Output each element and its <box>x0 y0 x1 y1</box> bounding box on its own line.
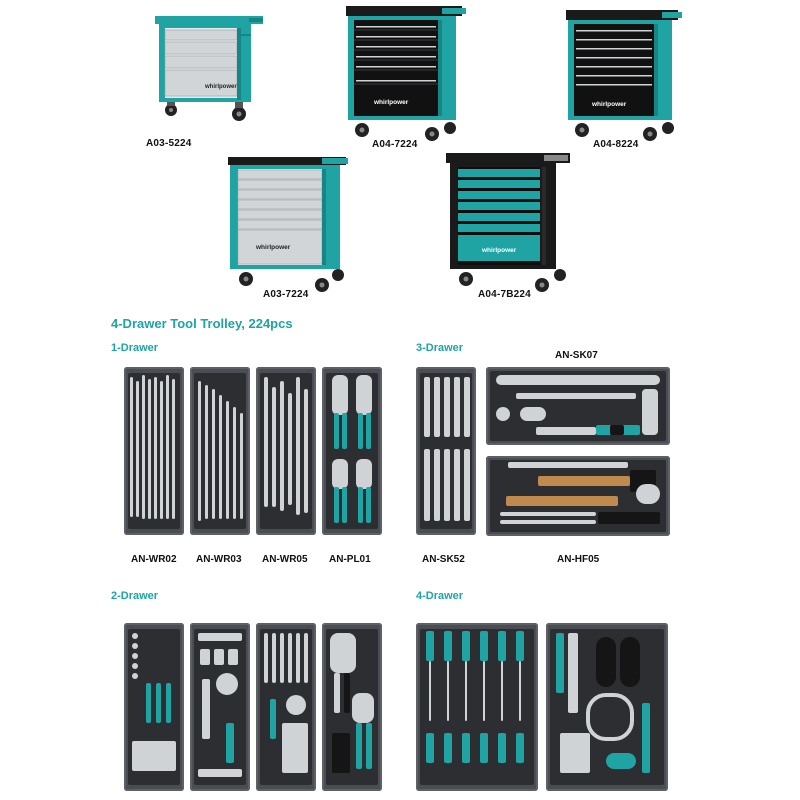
tray-label: AN-WR02 <box>131 554 177 565</box>
drawer-2-title: 2-Drawer <box>111 590 159 602</box>
trolley-model-label: A03-5224 <box>146 138 192 149</box>
tray-an-pl01 <box>322 367 382 535</box>
trolley-a04-7224-image: whirlpower <box>346 6 466 141</box>
tray-4-a <box>416 623 538 791</box>
tray-label: AN-PL01 <box>329 554 371 565</box>
trolley-a03-7224-image: whirlpower <box>228 157 348 292</box>
trolley-a04-8224: whirlpower <box>562 8 686 144</box>
tray-label: AN-SK07 <box>555 350 598 361</box>
tray-4-b <box>546 623 668 791</box>
tray-label: AN-HF05 <box>557 554 600 565</box>
trolley-a04-7b224: whirlpower <box>444 151 574 295</box>
trolley-model-label: A04-7B224 <box>478 289 531 300</box>
svg-text:whirlpower: whirlpower <box>255 244 291 251</box>
tray-label: AN-WR03 <box>196 554 242 565</box>
tray-2-b <box>190 623 250 791</box>
tray-an-wr03 <box>190 367 250 535</box>
trolley-model-label: A04-8224 <box>593 139 639 150</box>
drawer-4-title: 4-Drawer <box>416 590 464 602</box>
trolley-a04-8224-image: whirlpower <box>566 10 682 141</box>
tray-2-d <box>322 623 382 791</box>
trolley-a04-7b224-image: whirlpower <box>446 153 570 292</box>
trolley-a03-5224: whirlpower <box>153 14 265 126</box>
svg-text:whirlpower: whirlpower <box>373 99 409 106</box>
tray-label: AN-WR05 <box>262 554 308 565</box>
trolley-a04-7224: whirlpower <box>342 4 470 144</box>
tray-an-wr05 <box>256 367 316 535</box>
tray-an-wr02 <box>124 367 184 535</box>
svg-text:whirlpower: whirlpower <box>591 101 627 108</box>
tray-an-hf05 <box>486 456 670 536</box>
tray-2-c <box>256 623 316 791</box>
trolley-model-label: A03-7224 <box>263 289 309 300</box>
drawer-3-title: 3-Drawer <box>416 342 464 354</box>
tray-label: AN-SK52 <box>422 554 465 565</box>
drawer-1-title: 1-Drawer <box>111 342 159 354</box>
tray-an-sk52 <box>416 367 476 535</box>
trolley-a03-7224: whirlpower <box>226 155 352 295</box>
section-title: 4-Drawer Tool Trolley, 224pcs <box>111 316 293 331</box>
tray-an-sk07 <box>486 367 670 445</box>
svg-text:whirlpower: whirlpower <box>204 84 237 90</box>
tray-2-a <box>124 623 184 791</box>
trolley-model-label: A04-7224 <box>372 139 418 150</box>
svg-text:whirlpower: whirlpower <box>481 247 517 254</box>
trolley-a03-5224-image: whirlpower <box>155 16 263 121</box>
